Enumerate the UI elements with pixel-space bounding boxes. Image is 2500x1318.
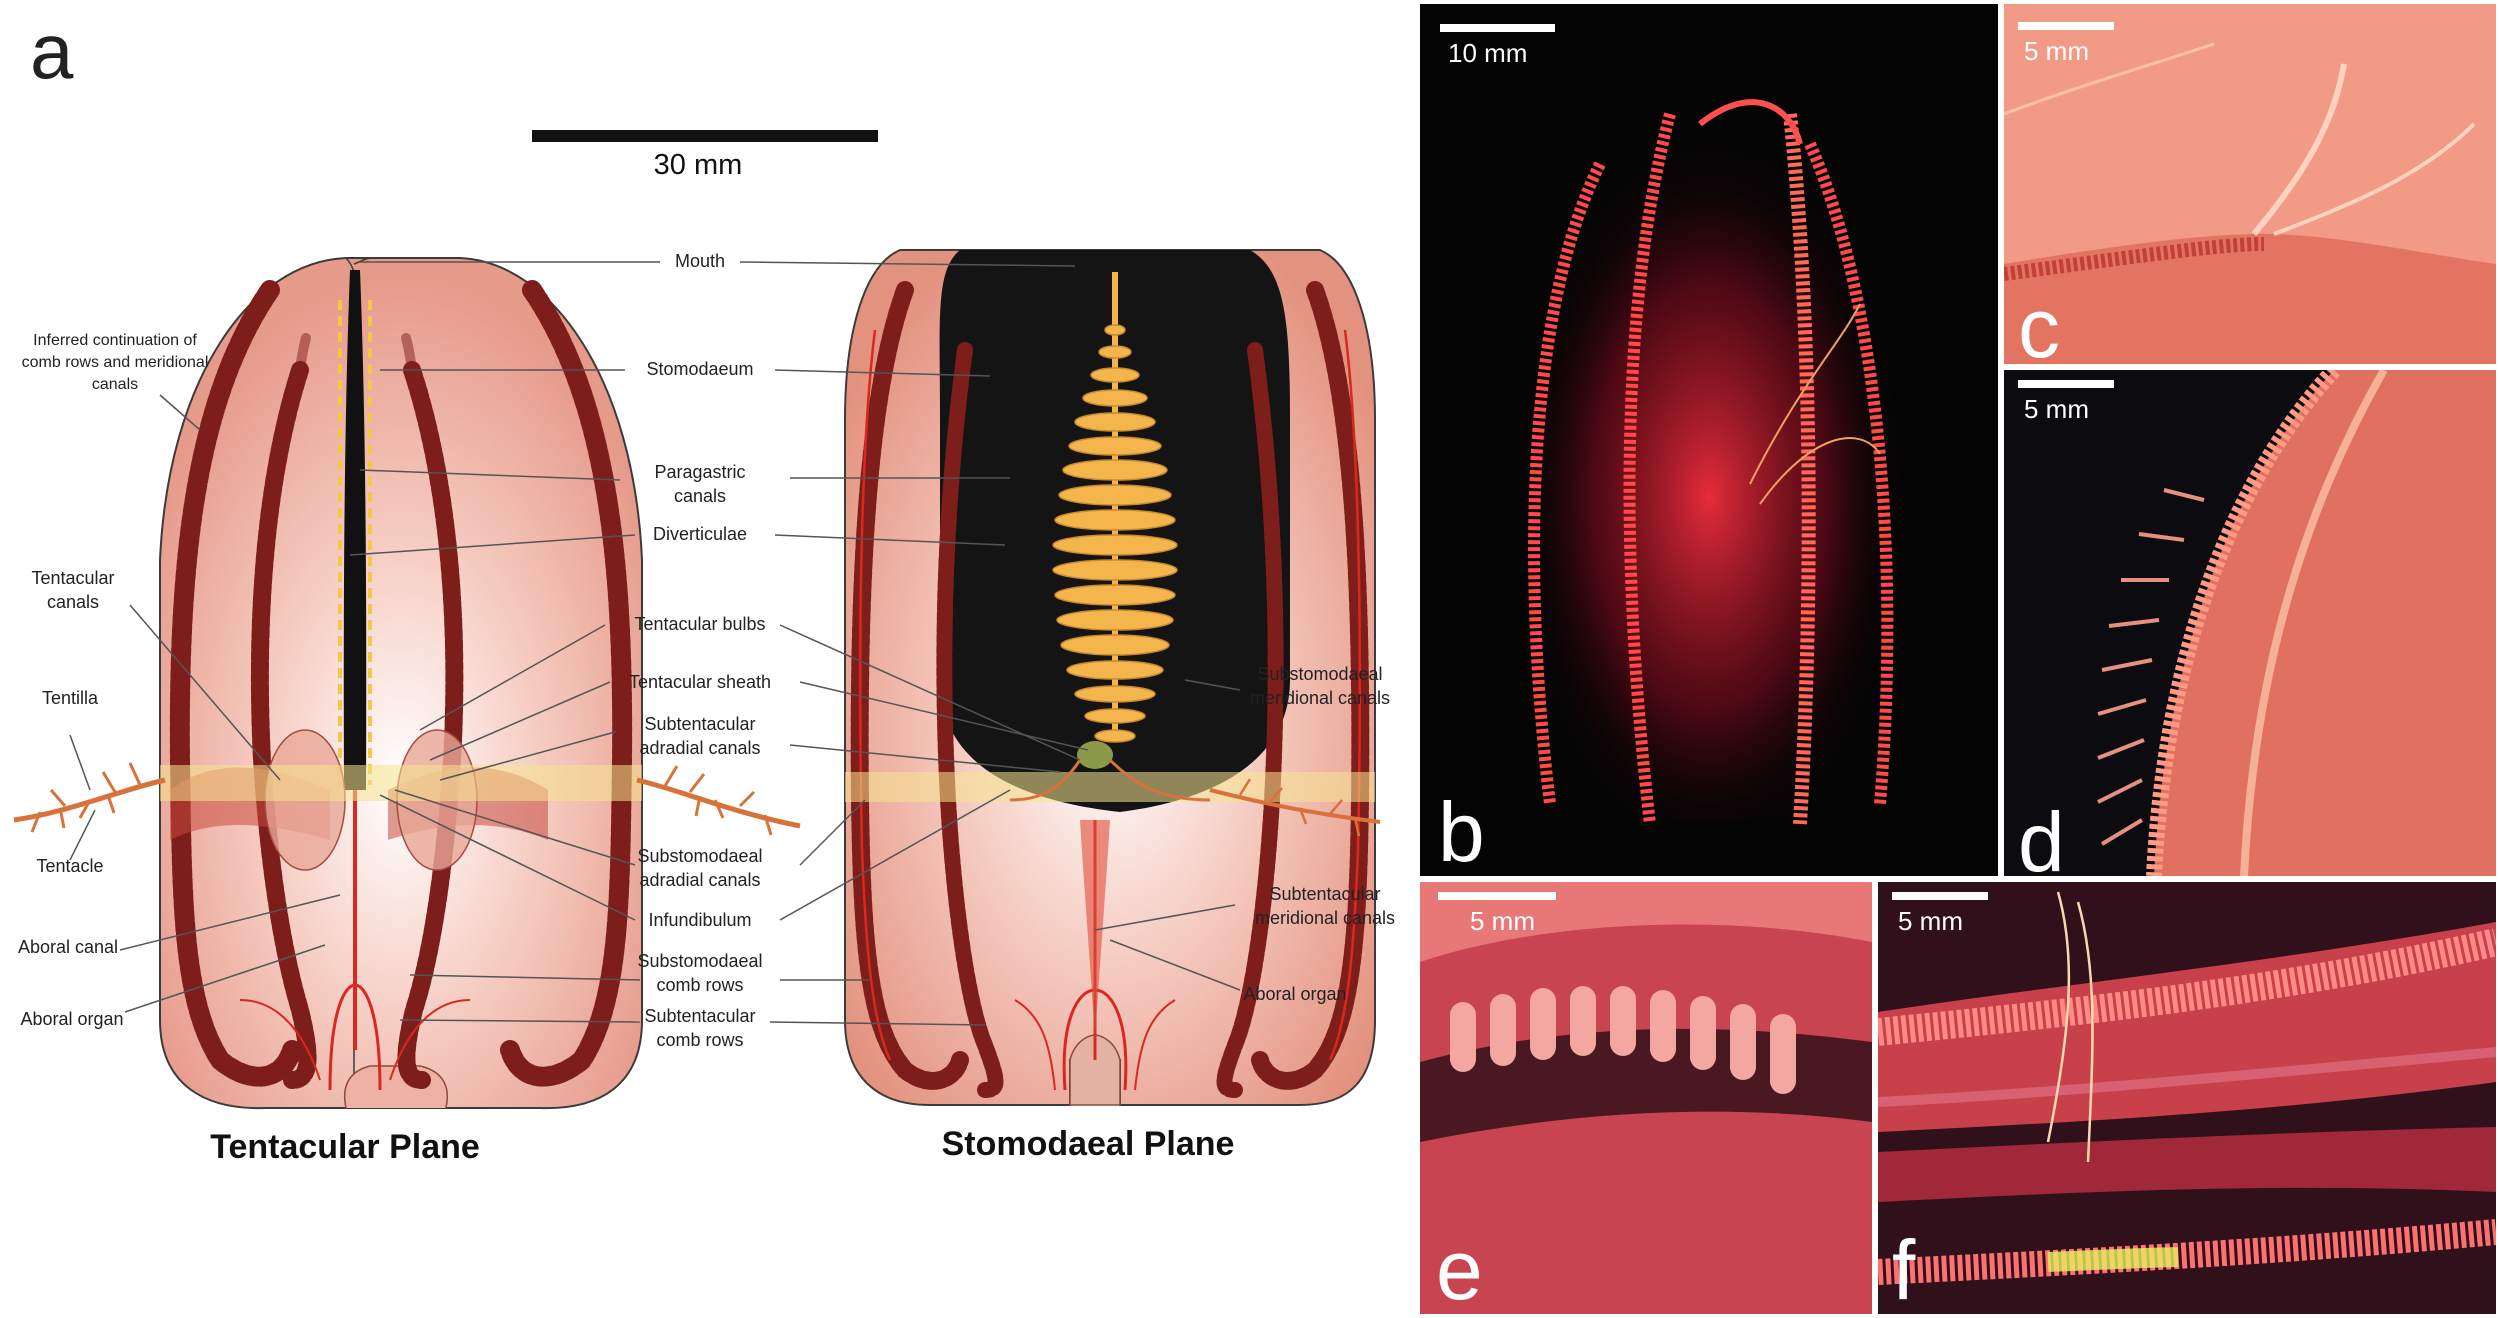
label-subtentacular-adradial-1: Subtentacular bbox=[644, 714, 755, 734]
label-tentacular-sheath: Tentacular sheath bbox=[629, 672, 771, 692]
label-subtentacular-adradial-2: adradial canals bbox=[639, 738, 760, 758]
photo-f-comb-rows-iridescent bbox=[1878, 882, 2496, 1314]
panel-letter-f: f bbox=[1892, 1223, 1916, 1314]
leader-lines bbox=[69, 261, 1241, 1026]
diagram-labels: Mouth Stomodaeum Paragastric canals Dive… bbox=[18, 251, 1395, 1050]
scale-bar-b bbox=[1440, 24, 1555, 32]
panel-letter-e: e bbox=[1436, 1223, 1483, 1314]
label-substomodaeal-comb-2: comb rows bbox=[656, 975, 743, 995]
photo-panel-e: 5 mm e bbox=[1420, 882, 1872, 1314]
scale-bar-e bbox=[1438, 892, 1556, 900]
photo-e-comb-plates bbox=[1420, 882, 1872, 1314]
label-substomodaeal-adradial-2: adradial canals bbox=[639, 870, 760, 890]
label-substomodaeal-meridional-2: meridional canals bbox=[1250, 688, 1390, 708]
label-inferred-1: Inferred continuation of bbox=[33, 332, 197, 349]
label-aboral-organ-right: Aboral organ bbox=[1243, 984, 1346, 1004]
label-diverticulae: Diverticulae bbox=[653, 524, 747, 544]
scale-label-e: 5 mm bbox=[1470, 906, 1535, 936]
label-tentacle: Tentacle bbox=[36, 856, 103, 876]
tentacular-plane-canals bbox=[239, 780, 471, 1091]
scale-label-b: 10 mm bbox=[1448, 38, 1528, 68]
photo-panel-b: 10 mm b bbox=[1420, 4, 1998, 876]
label-subtentacular-comb-1: Subtentacular bbox=[644, 1006, 755, 1026]
tentacular-plane-pharynx bbox=[338, 270, 372, 790]
label-tentacular-canals-1: Tentacular bbox=[31, 568, 114, 588]
stomodaeal-plane-tentacle-apparatus bbox=[845, 741, 1381, 837]
stomodaeal-plane-title: Stomodaeal Plane bbox=[942, 1125, 1235, 1163]
label-inferred-3: canals bbox=[92, 376, 138, 393]
label-aboral-canal: Aboral canal bbox=[18, 937, 118, 957]
ctenophore-anatomy-diagram: a 30 mm bbox=[13, 7, 1395, 1166]
photo-c-canal-junction bbox=[2004, 4, 2496, 364]
photo-panel-d: 5 mm d bbox=[2004, 370, 2496, 876]
label-paragastric-2: canals bbox=[674, 486, 726, 506]
panel-letter-c: c bbox=[2018, 281, 2060, 364]
label-substomodaeal-adradial-1: Substomodaeal bbox=[637, 846, 762, 866]
label-mouth: Mouth bbox=[675, 251, 725, 271]
label-aboral-organ-left: Aboral organ bbox=[20, 1009, 123, 1029]
scale-label-d: 5 mm bbox=[2024, 394, 2089, 424]
label-infundibulum: Infundibulum bbox=[648, 910, 751, 930]
label-tentacular-bulbs: Tentacular bulbs bbox=[634, 614, 765, 634]
photo-d-comb-row-cilia bbox=[2004, 370, 2496, 876]
photo-panel-c: 5 mm c bbox=[2004, 4, 2496, 364]
label-subtentacular-comb-2: comb rows bbox=[656, 1030, 743, 1050]
label-substomodaeal-meridional-1: Substomodaeal bbox=[1257, 664, 1382, 684]
label-subtentacular-meridional-1: Subtentacular bbox=[1269, 884, 1380, 904]
scale-bar-label: 30 mm bbox=[654, 149, 743, 181]
scale-bar-c bbox=[2018, 22, 2114, 30]
panel-letter-b: b bbox=[1438, 785, 1485, 876]
label-inferred-2: comb rows and meridional bbox=[22, 354, 209, 371]
scale-bar-30mm bbox=[532, 130, 878, 142]
label-tentacular-canals-2: canals bbox=[47, 592, 99, 612]
stomodaeal-plane-diverticulae bbox=[1052, 272, 1178, 743]
tentacular-plane-title: Tentacular Plane bbox=[210, 1128, 480, 1166]
photo-b-ctenophore-whole bbox=[1512, 99, 1906, 825]
label-paragastric-1: Paragastric bbox=[654, 462, 745, 482]
label-subtentacular-meridional-2: meridional canals bbox=[1255, 908, 1395, 928]
scale-label-c: 5 mm bbox=[2024, 36, 2089, 66]
scale-bar-f bbox=[1892, 892, 1988, 900]
panel-letter-a: a bbox=[30, 7, 74, 95]
photo-panel-f: 5 mm f bbox=[1878, 882, 2496, 1314]
label-tentilla: Tentilla bbox=[42, 688, 99, 708]
scale-label-f: 5 mm bbox=[1898, 906, 1963, 936]
label-substomodaeal-comb-1: Substomodaeal bbox=[637, 951, 762, 971]
panel-letter-d: d bbox=[2018, 795, 2065, 876]
scale-bar-d bbox=[2018, 380, 2114, 388]
label-stomodaeum: Stomodaeum bbox=[646, 359, 753, 379]
tentacular-plane-tentacle-apparatus bbox=[13, 729, 801, 871]
